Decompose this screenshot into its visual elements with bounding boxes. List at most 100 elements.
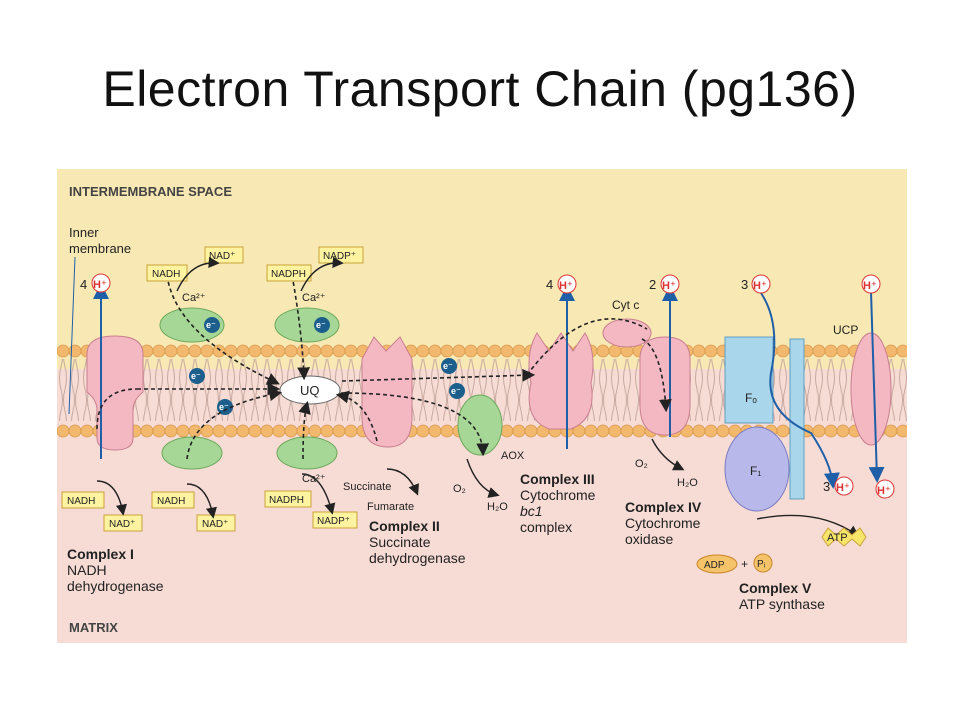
lipid-head: [464, 344, 478, 358]
ca-1: Ca²⁺: [182, 292, 206, 304]
complex-4-protein: [639, 336, 691, 436]
uq-label: UQ: [300, 383, 320, 398]
lipid-head: [320, 424, 334, 438]
complex-5-proton-out-count: 3: [823, 479, 830, 494]
e-badge-2: e⁻: [316, 320, 326, 330]
lipid-head: [824, 424, 838, 438]
aox-protein: [457, 394, 503, 456]
lipid-head: [836, 344, 850, 358]
adp-label: ADP: [704, 560, 725, 571]
lipid-head: [596, 424, 610, 438]
complex-2-protein: [361, 336, 413, 448]
lipid-head: [488, 344, 502, 358]
lipid-head: [200, 344, 214, 358]
lipid-head: [344, 344, 358, 358]
etc-diagram: INTERMEMBRANE SPACE MATRIX Inner membran…: [56, 169, 910, 643]
c4-l1: Cytochrome: [625, 515, 701, 531]
e-badge-4: e⁻: [219, 402, 229, 412]
tag-nad-ext: NAD⁺: [209, 251, 235, 262]
plus-sign: +: [741, 557, 748, 571]
lipid-head: [248, 424, 262, 438]
lipid-head: [272, 424, 286, 438]
lipid-head: [332, 344, 346, 358]
lipid-head: [236, 424, 250, 438]
lipid-head: [896, 344, 910, 358]
c1-l1: NADH: [67, 562, 107, 578]
electron-paths: [96, 274, 672, 460]
complex-4-h: H⁺: [662, 280, 676, 292]
e-badge-3: e⁻: [191, 371, 201, 381]
c3-name: Complex III: [520, 471, 595, 487]
complex-3-protein: [528, 332, 594, 430]
e-badge-5: e⁻: [443, 361, 453, 371]
lipid-head: [260, 424, 274, 438]
c2-l2: dehydrogenase: [369, 550, 466, 566]
tag-nad-c1: NAD⁺: [109, 519, 135, 530]
lipid-head: [56, 424, 70, 438]
lipid-head: [152, 424, 166, 438]
lipid-head: [632, 424, 646, 438]
ucp-label: UCP: [833, 323, 858, 337]
lipid-head: [332, 424, 346, 438]
lipid-head: [284, 344, 298, 358]
f1-label: F₁: [750, 464, 761, 478]
lipid-head: [836, 424, 850, 438]
complex-3-h: H⁺: [559, 280, 573, 292]
tag-nadph-ext: NADPH: [271, 269, 306, 280]
complex-5-h-in: H⁺: [753, 280, 767, 292]
ca-2: Ca²⁺: [302, 292, 326, 304]
fo-label: Fₒ: [745, 391, 757, 405]
c2-name: Complex II: [369, 518, 440, 534]
matrix-label: MATRIX: [69, 620, 118, 635]
c1-l2: dehydrogenase: [67, 578, 164, 594]
c2-l1: Succinate: [369, 534, 431, 550]
ext-nadph-dehydrogenase: [274, 307, 340, 343]
lipid-head: [272, 344, 286, 358]
ucp-h-out: H⁺: [877, 485, 891, 497]
tag-nadh-ext: NADH: [152, 269, 180, 280]
lipid-head: [500, 424, 514, 438]
c4-h2o: H₂O: [677, 477, 698, 489]
lipid-head: [824, 344, 838, 358]
e-badge-6: e⁻: [451, 386, 461, 396]
lipid-head: [428, 424, 442, 438]
tag-nadph-int: NADPH: [269, 495, 304, 506]
lipid-head: [524, 424, 538, 438]
lipid-head: [776, 344, 790, 358]
lipid-head: [224, 424, 238, 438]
lipid-head: [608, 424, 622, 438]
pi-label: Pᵢ: [757, 559, 766, 570]
complex-5-proton-count: 3: [741, 277, 748, 292]
lipid-head: [56, 344, 70, 358]
lipid-head: [260, 344, 274, 358]
complex-5-h-out: H⁺: [836, 482, 850, 494]
lipid-head: [704, 424, 718, 438]
ucp-protein: [850, 332, 892, 446]
lipid-head: [344, 424, 358, 438]
tag-nadh-c1: NADH: [67, 496, 95, 507]
lipid-head: [80, 424, 94, 438]
c5-name: Complex V: [739, 580, 812, 596]
lipid-head: [176, 424, 190, 438]
tag-nadp-ext: NADP⁺: [323, 251, 356, 262]
lipid-head: [476, 344, 490, 358]
lipid-head: [68, 424, 82, 438]
lipid-head: [716, 424, 730, 438]
lipid-head: [224, 344, 238, 358]
complex-5-fo: [724, 336, 774, 424]
lipid-head: [416, 424, 430, 438]
aox-label: AOX: [501, 450, 525, 462]
c4-o2: O₂: [635, 458, 648, 470]
cytochrome-c: [602, 318, 652, 348]
lipid-head: [776, 424, 790, 438]
complex-4-proton-count: 2: [649, 277, 656, 292]
int-nadh-dehydrogenase: [161, 436, 223, 470]
slide-title: Electron Transport Chain (pg136): [102, 61, 858, 117]
c4-l2: oxidase: [625, 531, 673, 547]
lipid-head: [692, 424, 706, 438]
lipid-head: [512, 424, 526, 438]
atp-label: ATP: [827, 532, 848, 544]
lipid-head: [704, 344, 718, 358]
lipid-head: [896, 424, 910, 438]
lipid-head: [452, 344, 466, 358]
